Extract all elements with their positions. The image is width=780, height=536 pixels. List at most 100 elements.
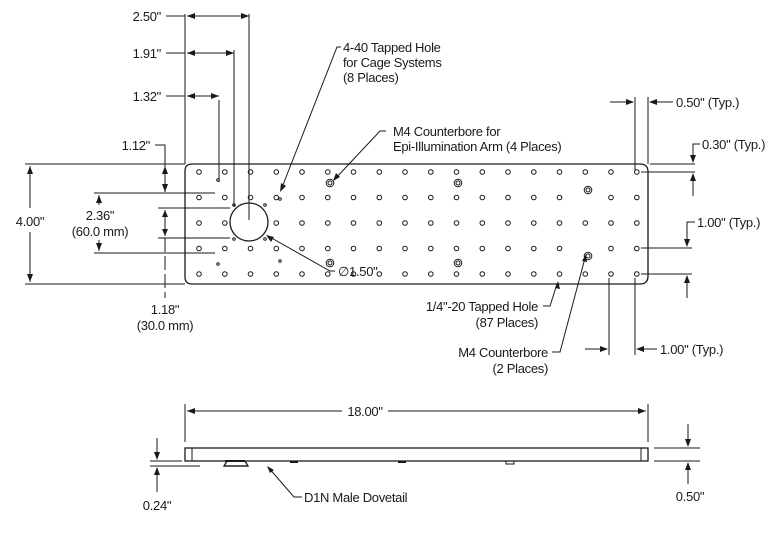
counterbores: [325, 178, 593, 268]
tapped-hole: [402, 220, 408, 226]
dim-112-label: 1.12": [122, 138, 151, 153]
tapped-hole: [479, 169, 486, 175]
tapped-hole: [453, 169, 460, 175]
side-view: 18.00" 0.24" D1N Male Dovetail 0.50": [143, 404, 705, 513]
epi-callout-1: M4 Counterbore for: [393, 124, 501, 139]
cb-callout-1: M4 Counterbore: [458, 345, 548, 360]
cage-hole: [232, 237, 236, 241]
cage-callout-3: (8 Places): [343, 70, 399, 85]
tapped-hole: [325, 271, 331, 277]
tapped-hole: [376, 220, 383, 226]
tapped-hole: [608, 245, 614, 252]
tapped-hole: [531, 220, 537, 226]
tapped-hole: [196, 245, 202, 252]
tapped-hole: [376, 169, 383, 175]
side-plate: [184, 447, 649, 462]
underside-feature: [505, 460, 515, 465]
tapped-hole: [376, 245, 383, 252]
tapped-hole: [299, 169, 305, 175]
tapped-hole: [247, 245, 254, 252]
leader-tapped: [543, 283, 558, 307]
tapped-hole: [479, 220, 486, 226]
tapped-hole: [505, 194, 511, 201]
tapped-hole: [505, 220, 511, 226]
tapped-hole: [222, 169, 228, 175]
counterbore: [327, 260, 333, 266]
tapped-hole: [531, 271, 537, 277]
tapped-hole: [582, 220, 589, 226]
tapped-hole-grid: [196, 169, 640, 277]
tapped-hole: [634, 169, 640, 175]
dim-236-label: 2.36": [86, 208, 115, 223]
tapped-hole: [299, 271, 305, 277]
tapped-hole: [402, 245, 408, 252]
dim-024-label: 0.24": [143, 498, 172, 513]
tapped-hole: [634, 271, 640, 277]
tapped-hole: [273, 271, 280, 277]
dim-030-label: 0.30" (Typ.): [702, 137, 765, 152]
tapped-hole: [453, 194, 460, 201]
leader-dia: [267, 235, 335, 272]
tapped-hole: [556, 245, 563, 252]
dia-150-label: ∅1.50": [338, 264, 378, 279]
tapped-hole: [608, 194, 614, 201]
tapped-hole: [582, 169, 589, 175]
counterbore: [585, 253, 591, 259]
tapped-hole: [402, 271, 408, 277]
tapped-hole: [453, 245, 460, 252]
tapped-hole: [453, 220, 460, 226]
tapped-hole: [556, 169, 563, 175]
top-view: 2.50" 1.91" 1.32" 1.12" 4.00" 2.36": [16, 9, 766, 376]
cage-hole: [278, 197, 282, 201]
dim-1800-label: 18.00": [347, 404, 383, 419]
tapped-hole: [582, 271, 589, 277]
dim-118-label: 1.18": [151, 302, 180, 317]
cage-hole: [216, 262, 220, 266]
tapped-hole: [299, 220, 305, 226]
tapped-hole: [505, 245, 511, 252]
leader-epi: [333, 130, 386, 181]
tapped-hole: [428, 169, 434, 175]
dim-100h-label: 1.00" (Typ.): [660, 342, 723, 357]
tapped-hole: [196, 220, 202, 226]
tapped-hole: [505, 271, 511, 277]
cage-hole: [278, 259, 282, 263]
tapped-hole: [247, 271, 254, 277]
plate-outline: [184, 163, 649, 285]
leader: [155, 144, 166, 166]
tapped-hole: [428, 220, 434, 226]
tapped-hole: [608, 169, 614, 175]
tapped-hole: [608, 271, 614, 277]
leader-cage: [280, 46, 341, 191]
tapped-hole: [222, 271, 228, 277]
tapped-hole: [325, 245, 331, 252]
tapped-hole: [428, 271, 434, 277]
tapped-hole: [222, 194, 228, 201]
underside-feature: [290, 461, 298, 463]
tapped-hole: [402, 169, 408, 175]
tapped-callout-2: (87 Places): [476, 315, 538, 330]
tapped-hole: [299, 194, 305, 201]
leader-cb: [552, 257, 586, 353]
tapped-hole: [350, 194, 357, 201]
tapped-hole: [531, 194, 537, 201]
cage-hole: [263, 203, 267, 207]
tapped-hole: [634, 245, 640, 252]
tapped-hole: [350, 169, 357, 175]
tapped-hole: [479, 245, 486, 252]
tapped-hole: [556, 271, 563, 277]
tapped-hole: [608, 220, 614, 226]
tapped-hole: [273, 245, 280, 252]
tapped-hole: [222, 245, 228, 252]
tapped-hole: [376, 271, 383, 277]
tapped-hole: [402, 194, 408, 201]
tapped-hole: [325, 169, 331, 175]
tapped-hole: [634, 220, 640, 226]
tapped-hole: [273, 169, 280, 175]
counterbore: [455, 260, 461, 266]
tapped-hole: [299, 245, 305, 252]
tapped-hole: [350, 271, 357, 277]
cage-hole: [263, 237, 267, 241]
tapped-hole: [376, 194, 383, 201]
counterbore: [455, 180, 461, 186]
